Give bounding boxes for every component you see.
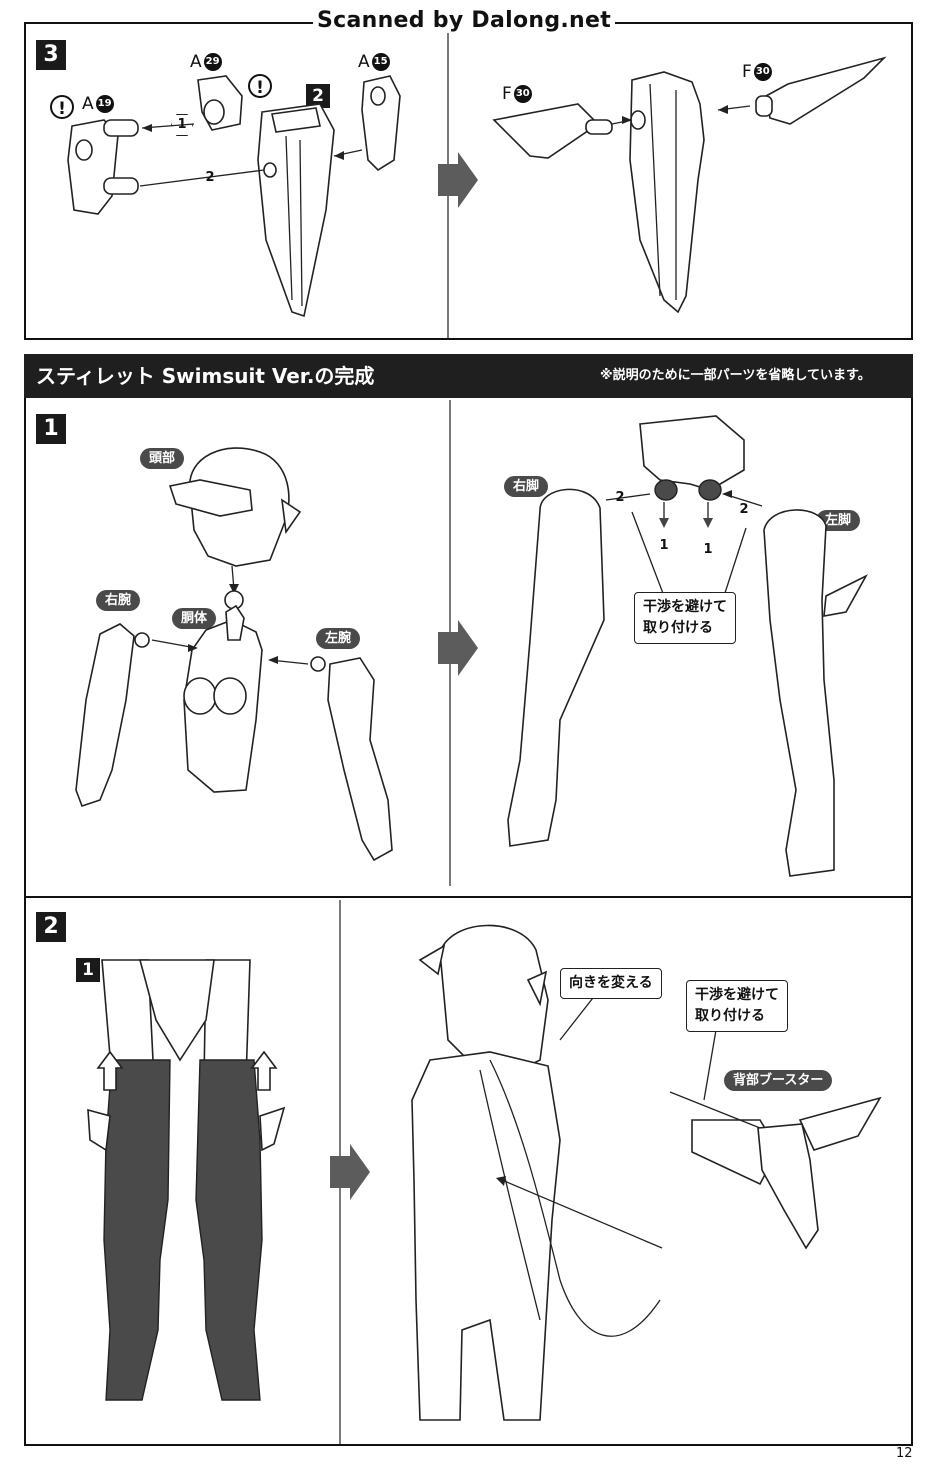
torso-label: 胴体 — [172, 608, 217, 629]
sub-step-marker: 2 — [306, 84, 330, 108]
head-label: 頭部 — [140, 448, 185, 469]
warning-icon: ! — [50, 95, 74, 119]
section-note: ※説明のために一部パーツを省略しています。 — [600, 368, 871, 383]
sequence-number: 2 — [205, 170, 215, 185]
step-number: 1 — [36, 414, 66, 444]
sequence-number: 2 — [615, 490, 625, 505]
sequence-number: 1 — [171, 114, 193, 136]
sub-step-marker: 1 — [76, 958, 100, 982]
back-booster-label: 背部ブースター — [724, 1070, 833, 1091]
sequence-number: 1 — [703, 542, 713, 557]
sequence-number: 1 — [659, 538, 669, 553]
step-number: 3 — [36, 40, 66, 70]
turn-direction-callout: 向きを変える — [560, 968, 662, 999]
step-number: 2 — [36, 912, 66, 942]
right-leg-label: 右脚 — [504, 476, 549, 497]
avoid-interference-callout: 干渉を避けて 取り付ける — [634, 592, 736, 644]
sequence-number: 2 — [739, 502, 749, 517]
watermark: Scanned by Dalong.net — [313, 8, 616, 33]
step-2-panel — [24, 896, 913, 1446]
left-leg-label: 左脚 — [816, 510, 861, 531]
avoid-interference-callout: 干渉を避けて 取り付ける — [686, 980, 788, 1032]
page-number: 12 — [896, 1446, 913, 1461]
warning-icon: ! — [248, 74, 272, 98]
left-arm-label: 左腕 — [316, 628, 361, 649]
right-arm-label: 右腕 — [96, 590, 141, 611]
section-title: スティレット Swimsuit Ver.の完成 — [36, 364, 375, 388]
section-header — [24, 354, 913, 398]
